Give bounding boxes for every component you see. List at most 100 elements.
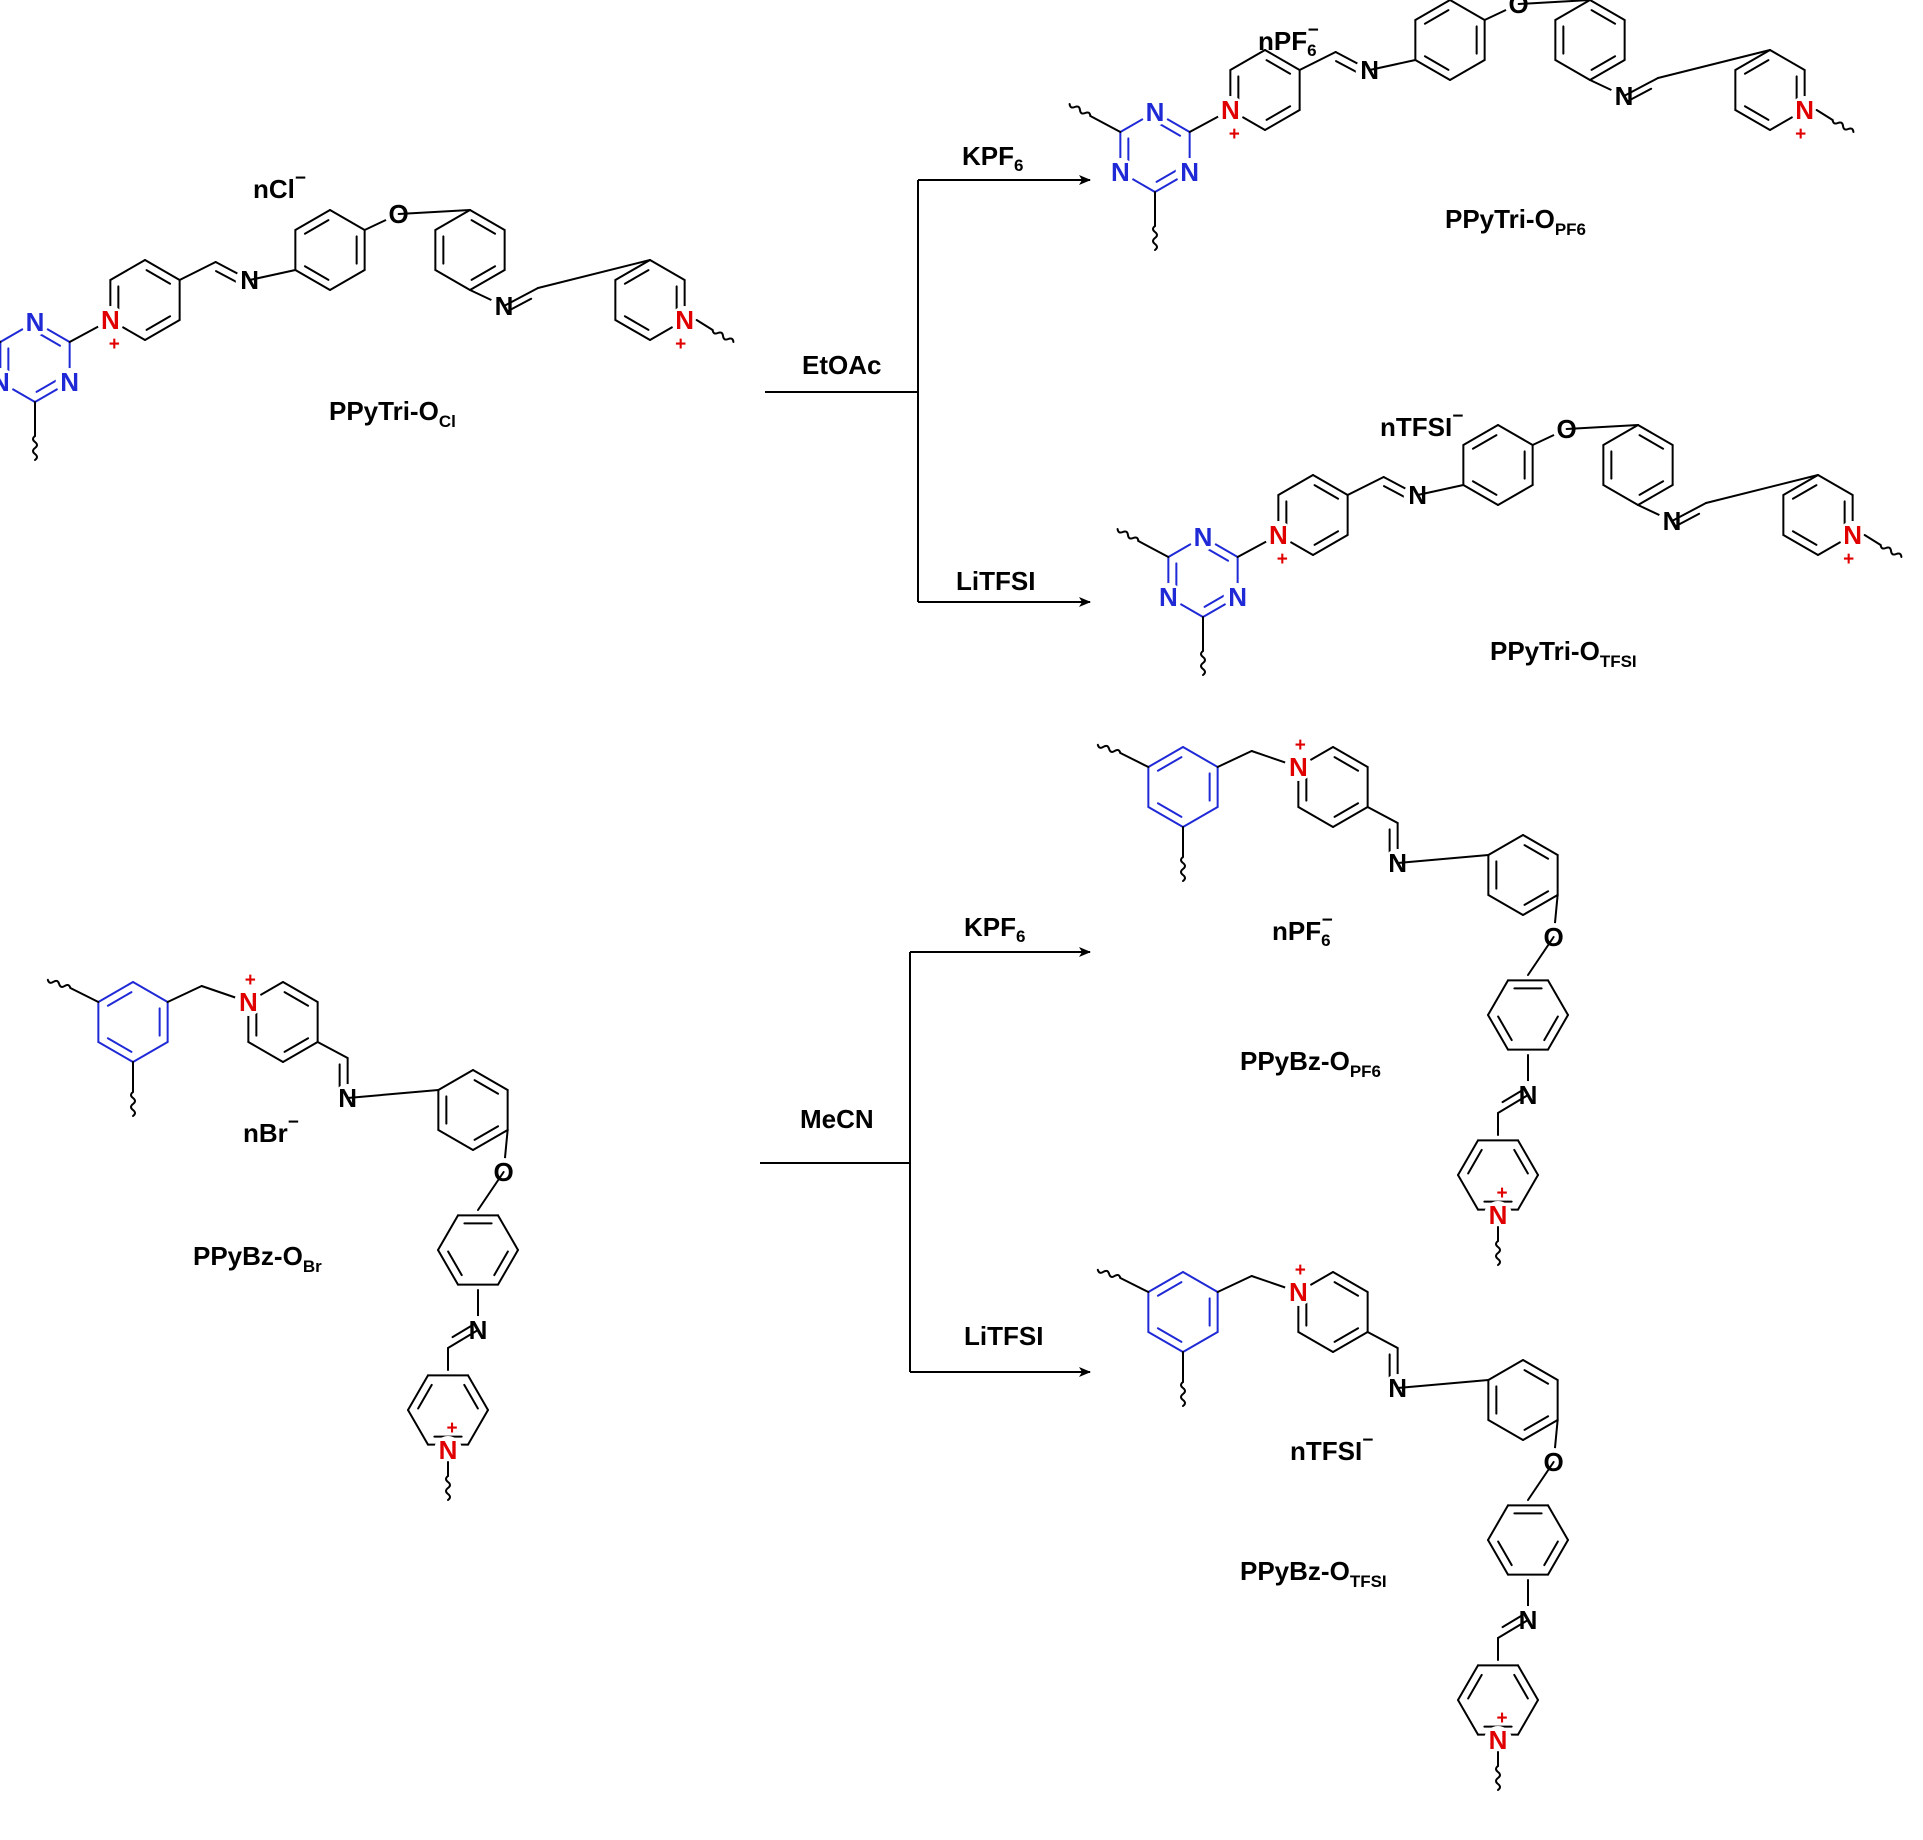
- double-bond-inner: [1383, 485, 1409, 500]
- ring-bond: [1229, 49, 1266, 71]
- pyridinium-nitrogen: N: [1843, 520, 1862, 550]
- bond: [1416, 484, 1465, 496]
- bond: [1368, 59, 1417, 71]
- polymer-continuation-mark: [1180, 1381, 1186, 1407]
- double-bond-inner: [451, 1323, 474, 1339]
- ring-bond: [1487, 834, 1524, 856]
- ring-bond: [1589, 59, 1626, 81]
- double-bond-inner: [1467, 1673, 1483, 1700]
- ring-bond: [497, 1214, 519, 1251]
- bond: [503, 287, 539, 307]
- double-bond-inner: [1265, 105, 1292, 121]
- ring-bond: [1547, 1539, 1569, 1576]
- ring-bond: [1517, 1699, 1539, 1736]
- ring-bond: [1147, 806, 1184, 828]
- bond: [346, 1089, 440, 1099]
- pyridinium-nitrogen: N: [1221, 95, 1240, 125]
- pyridinium-nitrogen: N: [1289, 1277, 1308, 1307]
- bond: [69, 987, 100, 1003]
- ring-bond: [437, 1249, 459, 1286]
- double-bond-inner: [1590, 55, 1617, 71]
- positive-charge: +: [1496, 1708, 1507, 1729]
- ring-bond: [1547, 1014, 1569, 1051]
- bond: [1366, 806, 1399, 824]
- ring-bond: [1522, 1419, 1559, 1441]
- double-bond-inner: [303, 219, 330, 235]
- double-bond-inner: [470, 219, 497, 235]
- double-bond-inner: [1523, 844, 1550, 860]
- atom-mask: [1484, 1201, 1512, 1229]
- counterion-tfsi-bottom: nTFSI−: [1290, 1430, 1373, 1466]
- ring-bond: [97, 981, 134, 1003]
- bond: [1137, 540, 1170, 558]
- ether-oxygen: O: [1509, 0, 1529, 19]
- ring-bond: [97, 1041, 134, 1063]
- double-bond-inner: [1423, 9, 1450, 25]
- double-bond-inner: [1333, 756, 1360, 772]
- ring-bond: [109, 259, 146, 281]
- bond: [447, 1329, 479, 1349]
- polymer-continuation-mark: [1068, 103, 1092, 117]
- atom-mask: [1216, 96, 1245, 124]
- double-bond-inner: [623, 315, 650, 331]
- double-bond-inner: [1156, 756, 1183, 772]
- double-bond-inner: [1471, 480, 1498, 496]
- double-bond-inner: [623, 269, 650, 285]
- bond: [1623, 77, 1659, 97]
- polymer-continuation-mark: [1180, 856, 1186, 882]
- bottom-reaction-arrows: [760, 947, 1091, 1377]
- ring-bond: [1517, 1664, 1539, 1701]
- positive-charge: +: [109, 334, 120, 355]
- top-reaction-arrows: [765, 175, 1091, 607]
- polymer-continuation-mark: [1495, 1765, 1501, 1791]
- bond: [1346, 476, 1385, 496]
- ring-bond: [1264, 49, 1301, 71]
- polymer-continuation-mark: [1879, 544, 1903, 558]
- triazine-nitrogen: N: [1159, 582, 1178, 612]
- positive-charge: +: [1229, 124, 1240, 145]
- atom-mask: [670, 306, 699, 334]
- bond: [1216, 750, 1253, 768]
- bond: [1565, 424, 1639, 430]
- bond: [537, 259, 651, 289]
- bond: [1657, 49, 1771, 79]
- ring-bond: [1517, 1174, 1539, 1211]
- bond: [1089, 115, 1122, 133]
- pyridinium-nitrogen: N: [1289, 752, 1308, 782]
- bond: [1298, 51, 1337, 71]
- ring-bond: [1487, 1419, 1524, 1441]
- ring-bond: [1602, 484, 1639, 506]
- ring-bond: [1497, 484, 1534, 506]
- double-bond-inner: [106, 991, 133, 1007]
- ring-bond: [1277, 474, 1314, 496]
- pyridinium-nitrogen: N: [1269, 520, 1288, 550]
- pyridinium-nitrogen: N: [675, 305, 694, 335]
- ring-bond: [434, 269, 471, 291]
- ring-bond: [132, 1041, 169, 1063]
- atom-mask: [234, 988, 263, 1016]
- double-bond-inner: [1313, 530, 1340, 546]
- double-bond-inner: [1156, 1327, 1183, 1343]
- atom-mask: [0, 368, 15, 396]
- ring-bond: [1589, 0, 1626, 21]
- bond: [1671, 502, 1707, 522]
- triazine-nitrogen: N: [1180, 157, 1199, 187]
- ring-bond: [1782, 474, 1819, 496]
- ring-bond: [282, 981, 319, 1003]
- triazine-nitrogen: N: [0, 367, 10, 397]
- double-bond-inner: [1471, 434, 1498, 450]
- double-bond-inner: [1467, 1148, 1483, 1175]
- bond: [695, 319, 714, 331]
- bond: [477, 1171, 505, 1211]
- bond: [1863, 534, 1882, 546]
- ring-bond: [437, 1214, 459, 1251]
- ring-bond: [1602, 424, 1639, 446]
- atom-mask: [55, 368, 84, 396]
- polymer-continuation-mark: [445, 1475, 451, 1501]
- double-bond-inner: [1333, 1327, 1360, 1343]
- double-bond-inner: [417, 1383, 433, 1410]
- double-bond-inner: [1523, 890, 1550, 906]
- polymer-continuation-mark: [1831, 119, 1855, 133]
